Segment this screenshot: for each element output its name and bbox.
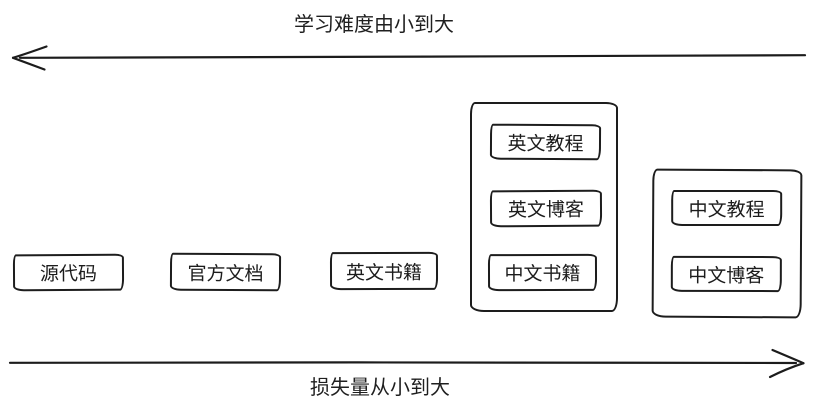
node-label: 英文书籍	[345, 261, 423, 284]
node-official-docs: 官方文档	[169, 252, 282, 292]
bottom-arrow-head-upper	[771, 348, 805, 365]
node-chinese-books: 中文书籍	[487, 253, 598, 292]
node-chinese-blog: 中文博客	[670, 255, 782, 293]
node-english-books: 英文书籍	[329, 251, 439, 291]
node-source-code: 源代码	[12, 253, 125, 292]
top-arrow-head-upper	[11, 45, 48, 59]
node-label: 源代码	[39, 262, 98, 286]
top-axis-label: 学习难度由小到大	[294, 12, 454, 36]
node-english-blog: 英文博客	[489, 189, 603, 228]
node-label: 中文博客	[688, 264, 765, 287]
bottom-arrow-line	[8, 361, 798, 365]
node-label: 英文博客	[507, 198, 585, 222]
group-chinese-resources: 中文教程 中文博客	[651, 168, 803, 319]
node-label: 中文书籍	[504, 262, 581, 286]
node-label: 中文教程	[688, 198, 765, 221]
bottom-axis-label: 损失量从小到大	[310, 375, 450, 399]
group-english-resources: 英文教程 英文博客 中文书籍	[470, 102, 618, 312]
node-label: 英文教程	[507, 132, 584, 155]
node-chinese-tutorial: 中文教程	[671, 189, 783, 227]
node-english-tutorial: 英文教程	[489, 123, 602, 161]
bottom-arrow-head-lower	[768, 362, 805, 379]
bottom-axis-arrow	[8, 348, 805, 379]
top-arrow-line	[18, 54, 807, 59]
top-axis-arrow	[11, 45, 807, 71]
node-label: 官方文档	[187, 262, 264, 285]
top-arrow-head-lower	[11, 56, 46, 71]
